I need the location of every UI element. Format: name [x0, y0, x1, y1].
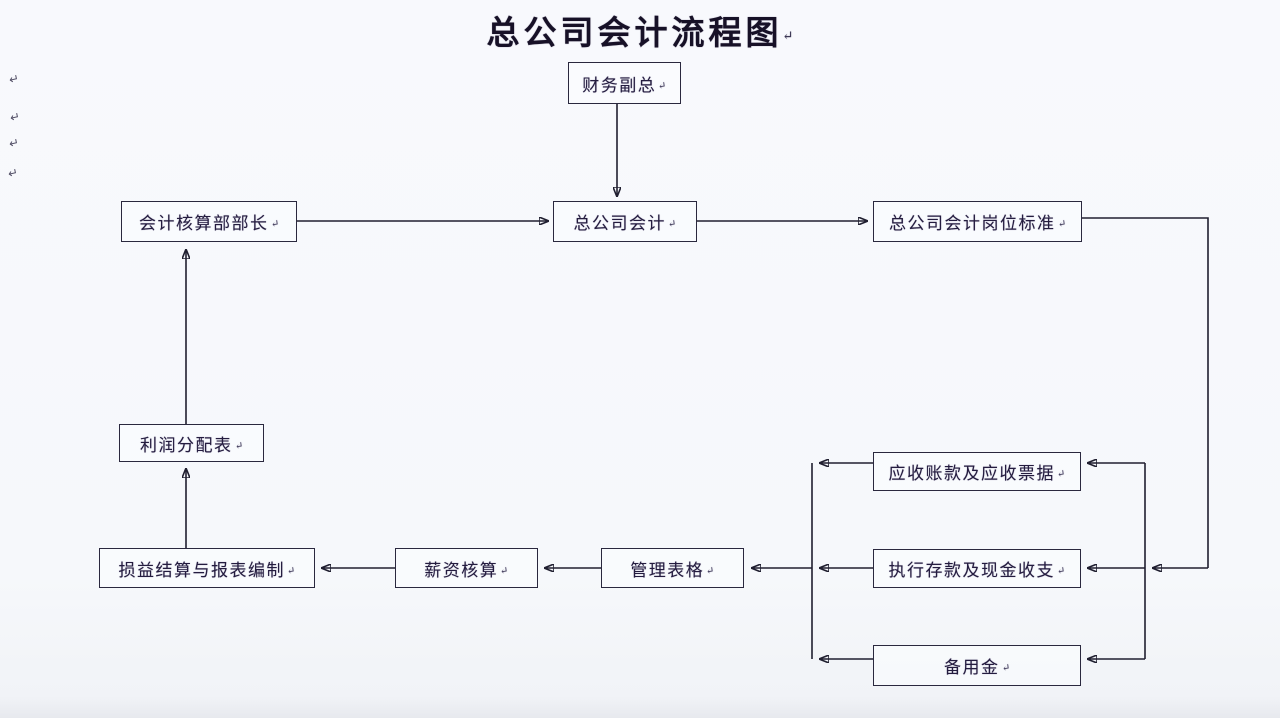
node-label: 会计核算部部长: [139, 214, 269, 233]
return-mark-icon: ↵: [499, 564, 510, 578]
return-mark-icon: ↵: [1056, 468, 1067, 481]
node-label: 总公司会计: [573, 214, 667, 233]
wire-standards-down: [1082, 217, 1209, 568]
return-mark-icon: ↵: [6, 165, 20, 181]
page-title: 总公司会计流程图↵: [0, 6, 1280, 54]
return-mark-icon: ↵: [7, 71, 21, 87]
node-label: 利润分配表: [140, 435, 233, 455]
node-hq-accounting: 总公司会计↵: [553, 201, 697, 242]
return-mark-icon: ↵: [1056, 218, 1067, 231]
node-label: 损益结算与报表编制: [118, 560, 286, 580]
node-position-standards: 总公司会计岗位标准↵: [873, 201, 1082, 242]
return-mark-icon: ↵: [233, 439, 244, 453]
node-petty-cash: 备用金↵: [873, 645, 1081, 686]
return-mark-icon: ↵: [667, 218, 678, 231]
return-mark-icon: ↵: [782, 28, 794, 43]
return-mark-icon: ↵: [286, 564, 297, 578]
node-label: 执行存款及现金收支: [888, 561, 1056, 580]
node-label: 总公司会计岗位标准: [889, 214, 1056, 233]
page-title-text: 总公司会计流程图: [486, 16, 783, 52]
node-label: 财务副总: [582, 75, 657, 95]
node-label: 备用金: [944, 658, 1000, 677]
return-mark-icon: ↵: [1000, 662, 1011, 675]
node-deposits-cash: 执行存款及现金收支↵: [873, 549, 1081, 588]
node-cfo: 财务副总↵: [568, 62, 681, 104]
return-mark-icon: ↵: [269, 218, 280, 231]
return-mark-icon: ↵: [657, 79, 668, 93]
node-management-forms: 管理表格↵: [601, 548, 744, 588]
node-salary-accounting: 薪资核算↵: [395, 548, 538, 588]
return-mark-icon: ↵: [705, 564, 716, 578]
node-label: 薪资核算: [424, 560, 499, 580]
return-mark-icon: ↵: [7, 135, 21, 151]
node-receivables: 应收账款及应收票据↵: [873, 452, 1081, 491]
node-dept-head: 会计核算部部长↵: [121, 201, 297, 242]
node-profit-distribution: 利润分配表↵: [119, 424, 264, 462]
return-mark-icon: ↵: [8, 109, 22, 125]
node-label: 管理表格: [630, 560, 705, 580]
return-mark-icon: ↵: [1056, 565, 1067, 578]
node-pnl-report: 损益结算与报表编制↵: [99, 548, 315, 588]
node-label: 应收账款及应收票据: [888, 464, 1056, 483]
